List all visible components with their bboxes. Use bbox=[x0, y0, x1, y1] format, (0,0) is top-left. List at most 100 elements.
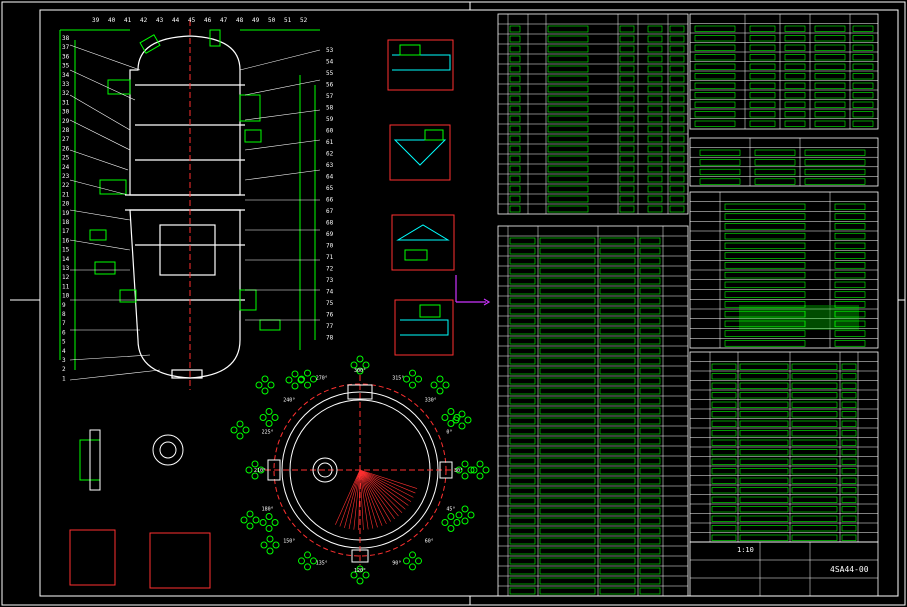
part-label-77: 77 bbox=[326, 323, 334, 330]
part-label-23: 23 bbox=[62, 173, 70, 180]
part-label-38: 38 bbox=[62, 35, 70, 42]
part-label-67: 67 bbox=[326, 208, 334, 215]
part-label-41: 41 bbox=[124, 17, 132, 24]
part-label-26: 26 bbox=[62, 145, 70, 152]
angle-label: 135° bbox=[316, 560, 328, 566]
part-label-2: 2 bbox=[62, 366, 66, 373]
part-label-9: 9 bbox=[62, 302, 66, 309]
angle-label: 300° bbox=[354, 368, 366, 374]
part-label-63: 63 bbox=[326, 162, 334, 169]
part-label-60: 60 bbox=[326, 128, 334, 135]
part-label-42: 42 bbox=[140, 17, 148, 24]
part-label-6: 6 bbox=[62, 329, 66, 336]
vessel-elevation bbox=[125, 35, 245, 379]
part-label-58: 58 bbox=[326, 105, 334, 112]
part-label-14: 14 bbox=[62, 256, 70, 263]
angle-label: 270° bbox=[316, 376, 328, 382]
part-label-35: 35 bbox=[62, 63, 70, 70]
title-drawing-number: 4SA44-00 bbox=[830, 565, 869, 574]
angle-label: 180° bbox=[262, 506, 274, 512]
part-label-53: 53 bbox=[326, 47, 334, 54]
part-label-21: 21 bbox=[62, 191, 70, 198]
angle-label: 225° bbox=[262, 430, 274, 436]
part-label-44: 44 bbox=[172, 17, 180, 24]
detail-views bbox=[69, 39, 455, 589]
part-label-34: 34 bbox=[62, 72, 70, 79]
part-label-8: 8 bbox=[62, 311, 66, 318]
part-label-65: 65 bbox=[326, 185, 334, 192]
part-label-45: 45 bbox=[188, 17, 196, 24]
ucs-axis bbox=[455, 275, 491, 306]
angle-label: 240° bbox=[283, 397, 295, 403]
plan-view bbox=[230, 355, 490, 585]
part-label-10: 10 bbox=[62, 293, 70, 300]
part-label-4: 4 bbox=[62, 348, 66, 355]
part-label-74: 74 bbox=[326, 289, 334, 296]
part-label-18: 18 bbox=[62, 219, 70, 226]
angle-label: 150° bbox=[283, 539, 295, 545]
part-label-76: 76 bbox=[326, 312, 334, 319]
part-label-11: 11 bbox=[62, 283, 70, 290]
part-label-46: 46 bbox=[204, 17, 212, 24]
part-label-48: 48 bbox=[236, 17, 244, 24]
part-label-19: 19 bbox=[62, 210, 70, 217]
part-label-75: 75 bbox=[326, 300, 334, 307]
part-label-43: 43 bbox=[156, 17, 164, 24]
part-label-61: 61 bbox=[326, 139, 334, 146]
part-label-5: 5 bbox=[62, 339, 66, 346]
part-label-73: 73 bbox=[326, 277, 334, 284]
angle-label: 0° bbox=[446, 430, 452, 436]
title-scale: 1:10 bbox=[737, 546, 754, 554]
angle-label: 210° bbox=[254, 468, 266, 474]
part-label-3: 3 bbox=[62, 357, 66, 364]
part-label-30: 30 bbox=[62, 109, 70, 116]
part-label-47: 47 bbox=[220, 17, 228, 24]
part-label-28: 28 bbox=[62, 127, 70, 134]
part-label-20: 20 bbox=[62, 201, 70, 208]
angle-label: 120° bbox=[354, 568, 366, 574]
angle-label: 90° bbox=[392, 560, 401, 566]
part-label-51: 51 bbox=[284, 17, 292, 24]
part-label-66: 66 bbox=[326, 197, 334, 204]
vessel-nozzles bbox=[59, 29, 320, 370]
part-label-68: 68 bbox=[326, 220, 334, 227]
angle-label: 315° bbox=[392, 376, 404, 382]
part-label-36: 36 bbox=[62, 53, 70, 60]
part-label-54: 54 bbox=[326, 59, 334, 66]
part-label-49: 49 bbox=[252, 17, 260, 24]
part-label-25: 25 bbox=[62, 155, 70, 162]
angle-label: 45° bbox=[446, 506, 455, 512]
part-label-72: 72 bbox=[326, 266, 334, 273]
part-label-55: 55 bbox=[326, 70, 334, 77]
part-label-71: 71 bbox=[326, 254, 334, 261]
part-label-40: 40 bbox=[108, 17, 116, 24]
part-label-50: 50 bbox=[268, 17, 276, 24]
part-label-37: 37 bbox=[62, 44, 70, 51]
angle-label: 30° bbox=[454, 468, 463, 474]
part-label-31: 31 bbox=[62, 99, 70, 106]
part-label-70: 70 bbox=[326, 243, 334, 250]
part-label-29: 29 bbox=[62, 118, 70, 125]
parts-tables bbox=[497, 13, 879, 597]
part-label-39: 39 bbox=[92, 17, 100, 24]
angle-label: 60° bbox=[425, 539, 434, 545]
part-label-33: 33 bbox=[62, 81, 70, 88]
part-label-27: 27 bbox=[62, 136, 70, 143]
part-label-24: 24 bbox=[62, 164, 70, 171]
part-label-56: 56 bbox=[326, 82, 334, 89]
part-label-22: 22 bbox=[62, 182, 70, 189]
part-label-57: 57 bbox=[326, 93, 334, 100]
part-label-1: 1 bbox=[62, 375, 66, 382]
part-label-69: 69 bbox=[326, 231, 334, 238]
angle-label: 330° bbox=[425, 397, 437, 403]
part-label-17: 17 bbox=[62, 228, 70, 235]
part-label-32: 32 bbox=[62, 90, 70, 97]
part-label-62: 62 bbox=[326, 151, 334, 158]
part-label-13: 13 bbox=[62, 265, 70, 272]
part-label-52: 52 bbox=[300, 17, 308, 24]
part-label-15: 15 bbox=[62, 247, 70, 254]
part-label-12: 12 bbox=[62, 274, 70, 281]
leader-lines bbox=[69, 44, 321, 381]
